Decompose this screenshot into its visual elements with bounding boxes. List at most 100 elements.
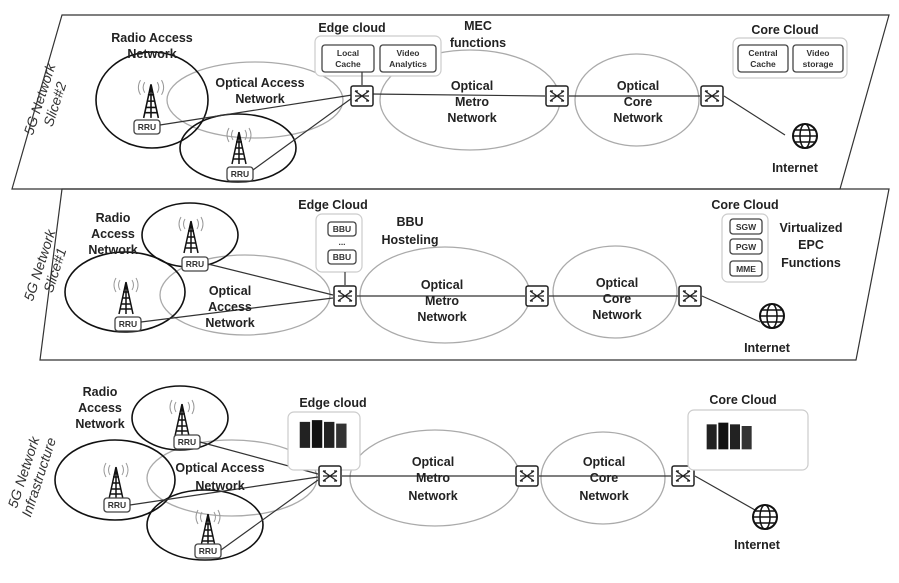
metro-label: Optical [421,278,463,292]
ran-label: Radio [96,211,131,225]
rru-label: RRU [231,169,249,179]
radio-cell-ellipse [179,113,297,183]
oan-label: Network [195,479,244,493]
antenna-tower-icon [178,216,204,254]
mec-label: MEC [464,19,492,33]
metro-label: Network [417,310,466,324]
core-cloud-title: Core Cloud [751,23,818,37]
edge-cloud-title: Edge Cloud [298,198,367,212]
ran-label: Network [127,47,176,61]
box-label: Analytics [389,59,427,69]
optical-access-cloud [166,61,344,139]
local-cache-box [321,44,375,73]
bbu-hosting-label: Hosteling [382,233,439,247]
ran-label: Radio [83,385,118,399]
oan-label: Optical Access [175,461,264,475]
pgw-box [729,238,763,255]
box-label: Local [337,48,359,58]
box-label: storage [803,59,834,69]
fiber-links [140,263,761,323]
epc-label: Functions [781,256,841,270]
ran-label: Network [88,243,137,257]
rru-box [226,166,254,182]
oan-label: Network [235,92,284,106]
metro-label: Optical [412,455,454,469]
core-label: Network [579,489,628,503]
optical-core-cloud [540,431,666,525]
box-label: Video [397,48,420,58]
fiber-links [159,93,786,171]
mec-label: functions [450,36,506,50]
rru-label: RRU [108,500,126,510]
core-label: Core [603,292,632,306]
rru-label: RRU [178,437,196,447]
core-cloud-title: Core Cloud [711,198,778,212]
ran-label: Access [91,227,135,241]
core-label: Optical [583,455,625,469]
slice-2-side-label: 5G NetworkSlice#2 [20,61,74,142]
bbu-box [327,221,357,237]
bbu-ellipsis: ... [338,237,345,247]
internet-label: Internet [772,161,819,175]
fiber-links [129,441,756,551]
radio-cell-ellipse [146,489,264,561]
infrastructure-side-label: 5G NetworkInfrastructure [3,430,59,519]
rru-box [114,316,142,332]
radio-cell-ellipse [54,439,176,521]
box-label: Central [748,48,777,58]
epc-label: EPC [798,238,824,252]
oan-label: Optical Access [215,76,304,90]
metro-label: Metro [416,471,450,485]
globe-icon [759,303,785,329]
internet-label: Internet [734,538,781,552]
optical-switch-icon [350,85,374,107]
optical-access-cloud [159,254,331,336]
metro-label: Optical [451,79,493,93]
core-label: Network [613,111,662,125]
rru-box [133,119,161,135]
slice-1-plane [39,188,890,361]
internet-label: Internet [744,341,791,355]
rru-label: RRU [119,319,137,329]
mme-box [729,260,763,277]
ran-label: Access [78,401,122,415]
antenna-tower-icon [103,462,129,500]
optical-switch-icon [525,285,549,307]
optical-switch-icon [333,285,357,307]
core-label: Network [592,308,641,322]
bbu-label: BBU [333,252,351,262]
metro-label: Network [408,489,457,503]
rru-label: RRU [186,259,204,269]
radio-cell-ellipse [131,385,229,451]
core-label: Optical [596,276,638,290]
radio-cell-ellipse [95,51,209,149]
central-cache-box [737,44,789,73]
antenna-tower-icon [137,79,165,119]
globe-icon [792,123,818,149]
edge-cloud-title: Edge cloud [318,21,385,35]
optical-switch-icon [678,285,702,307]
bbu-box [327,249,357,265]
core-label: Core [624,95,653,109]
epc-label: Virtualized [780,221,843,235]
core-cloud-title: Core Cloud [709,393,776,407]
oan-label: Network [205,316,254,330]
core-label: Optical [617,79,659,93]
optical-switch-icon [515,465,539,487]
optical-access-cloud [146,439,318,517]
optical-switch-icon [318,465,342,487]
optical-core-cloud [574,53,700,147]
metro-label: Network [447,111,496,125]
rru-box [194,543,222,559]
globe-icon [752,504,778,530]
epc-box-label: SGW [736,222,757,232]
epc-box-label: MME [736,264,756,274]
bbu-hosting-label: BBU [396,215,423,229]
oan-label: Access [208,300,252,314]
core-label: Core [590,471,619,485]
bbu-label: BBU [333,224,351,234]
box-label: Video [807,48,830,58]
ran-label: Radio Access [111,31,193,45]
optical-switch-icon [545,85,569,107]
oan-label: Optical [209,284,251,298]
